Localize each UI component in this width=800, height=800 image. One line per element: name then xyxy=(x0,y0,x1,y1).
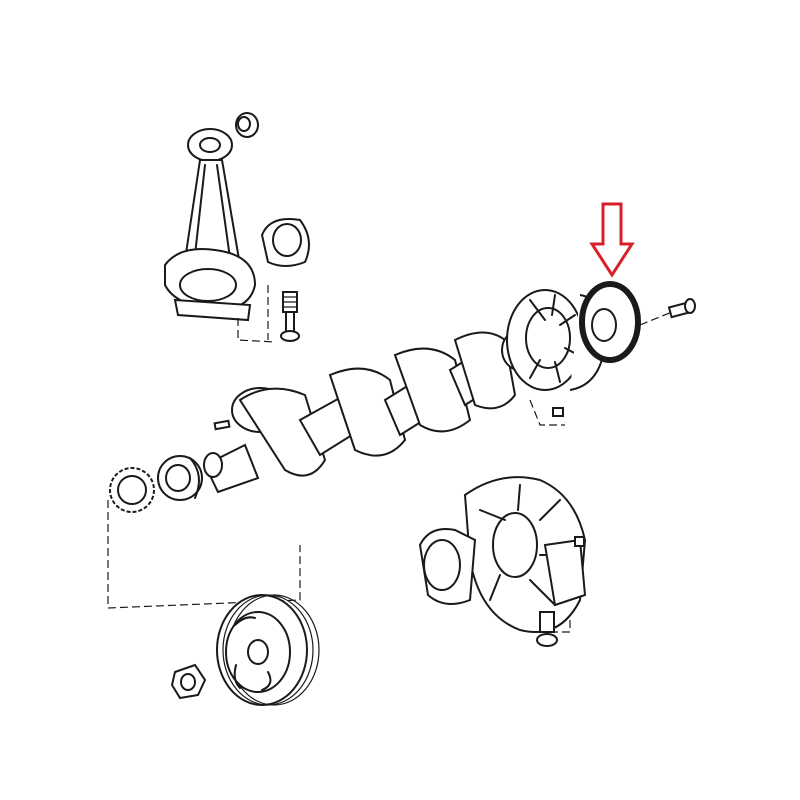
rod-bearing-shells xyxy=(235,112,310,267)
housing-bolt xyxy=(639,298,696,326)
rear-oil-seal xyxy=(579,281,641,363)
rod-bolt xyxy=(267,285,300,342)
timing-gear xyxy=(107,467,301,609)
crankshaft xyxy=(203,329,539,494)
main-bearing-cap xyxy=(418,476,587,647)
crankshaft-pulley xyxy=(216,594,320,706)
main-bearing xyxy=(157,455,203,501)
connecting-rod xyxy=(164,128,276,343)
pulley-nut xyxy=(170,663,207,700)
highlight-arrow-icon xyxy=(589,202,635,278)
